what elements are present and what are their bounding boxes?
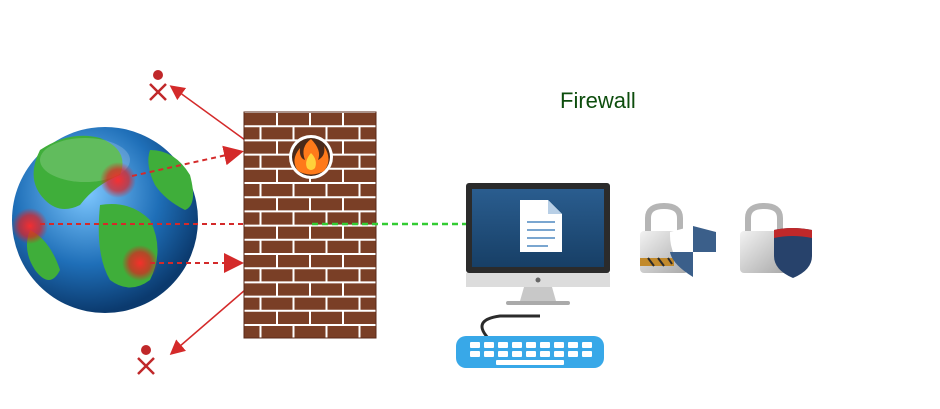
threat-hotspot [100, 162, 136, 198]
threat-hotspot [122, 245, 158, 281]
padlock-shield-icon [640, 202, 717, 277]
padlock-badge-icon [740, 202, 812, 278]
blocked-arrow [131, 145, 244, 177]
attacker-icon [149, 70, 167, 101]
attacker-icon [137, 345, 155, 375]
keyboard-icon [456, 314, 604, 368]
fire-icon [289, 135, 333, 179]
deflected-arrow [169, 289, 246, 355]
deflected-arrow [169, 85, 246, 141]
document-icon [520, 200, 562, 252]
diagram-title: Firewall [560, 88, 636, 113]
threat-hotspot [12, 208, 48, 244]
